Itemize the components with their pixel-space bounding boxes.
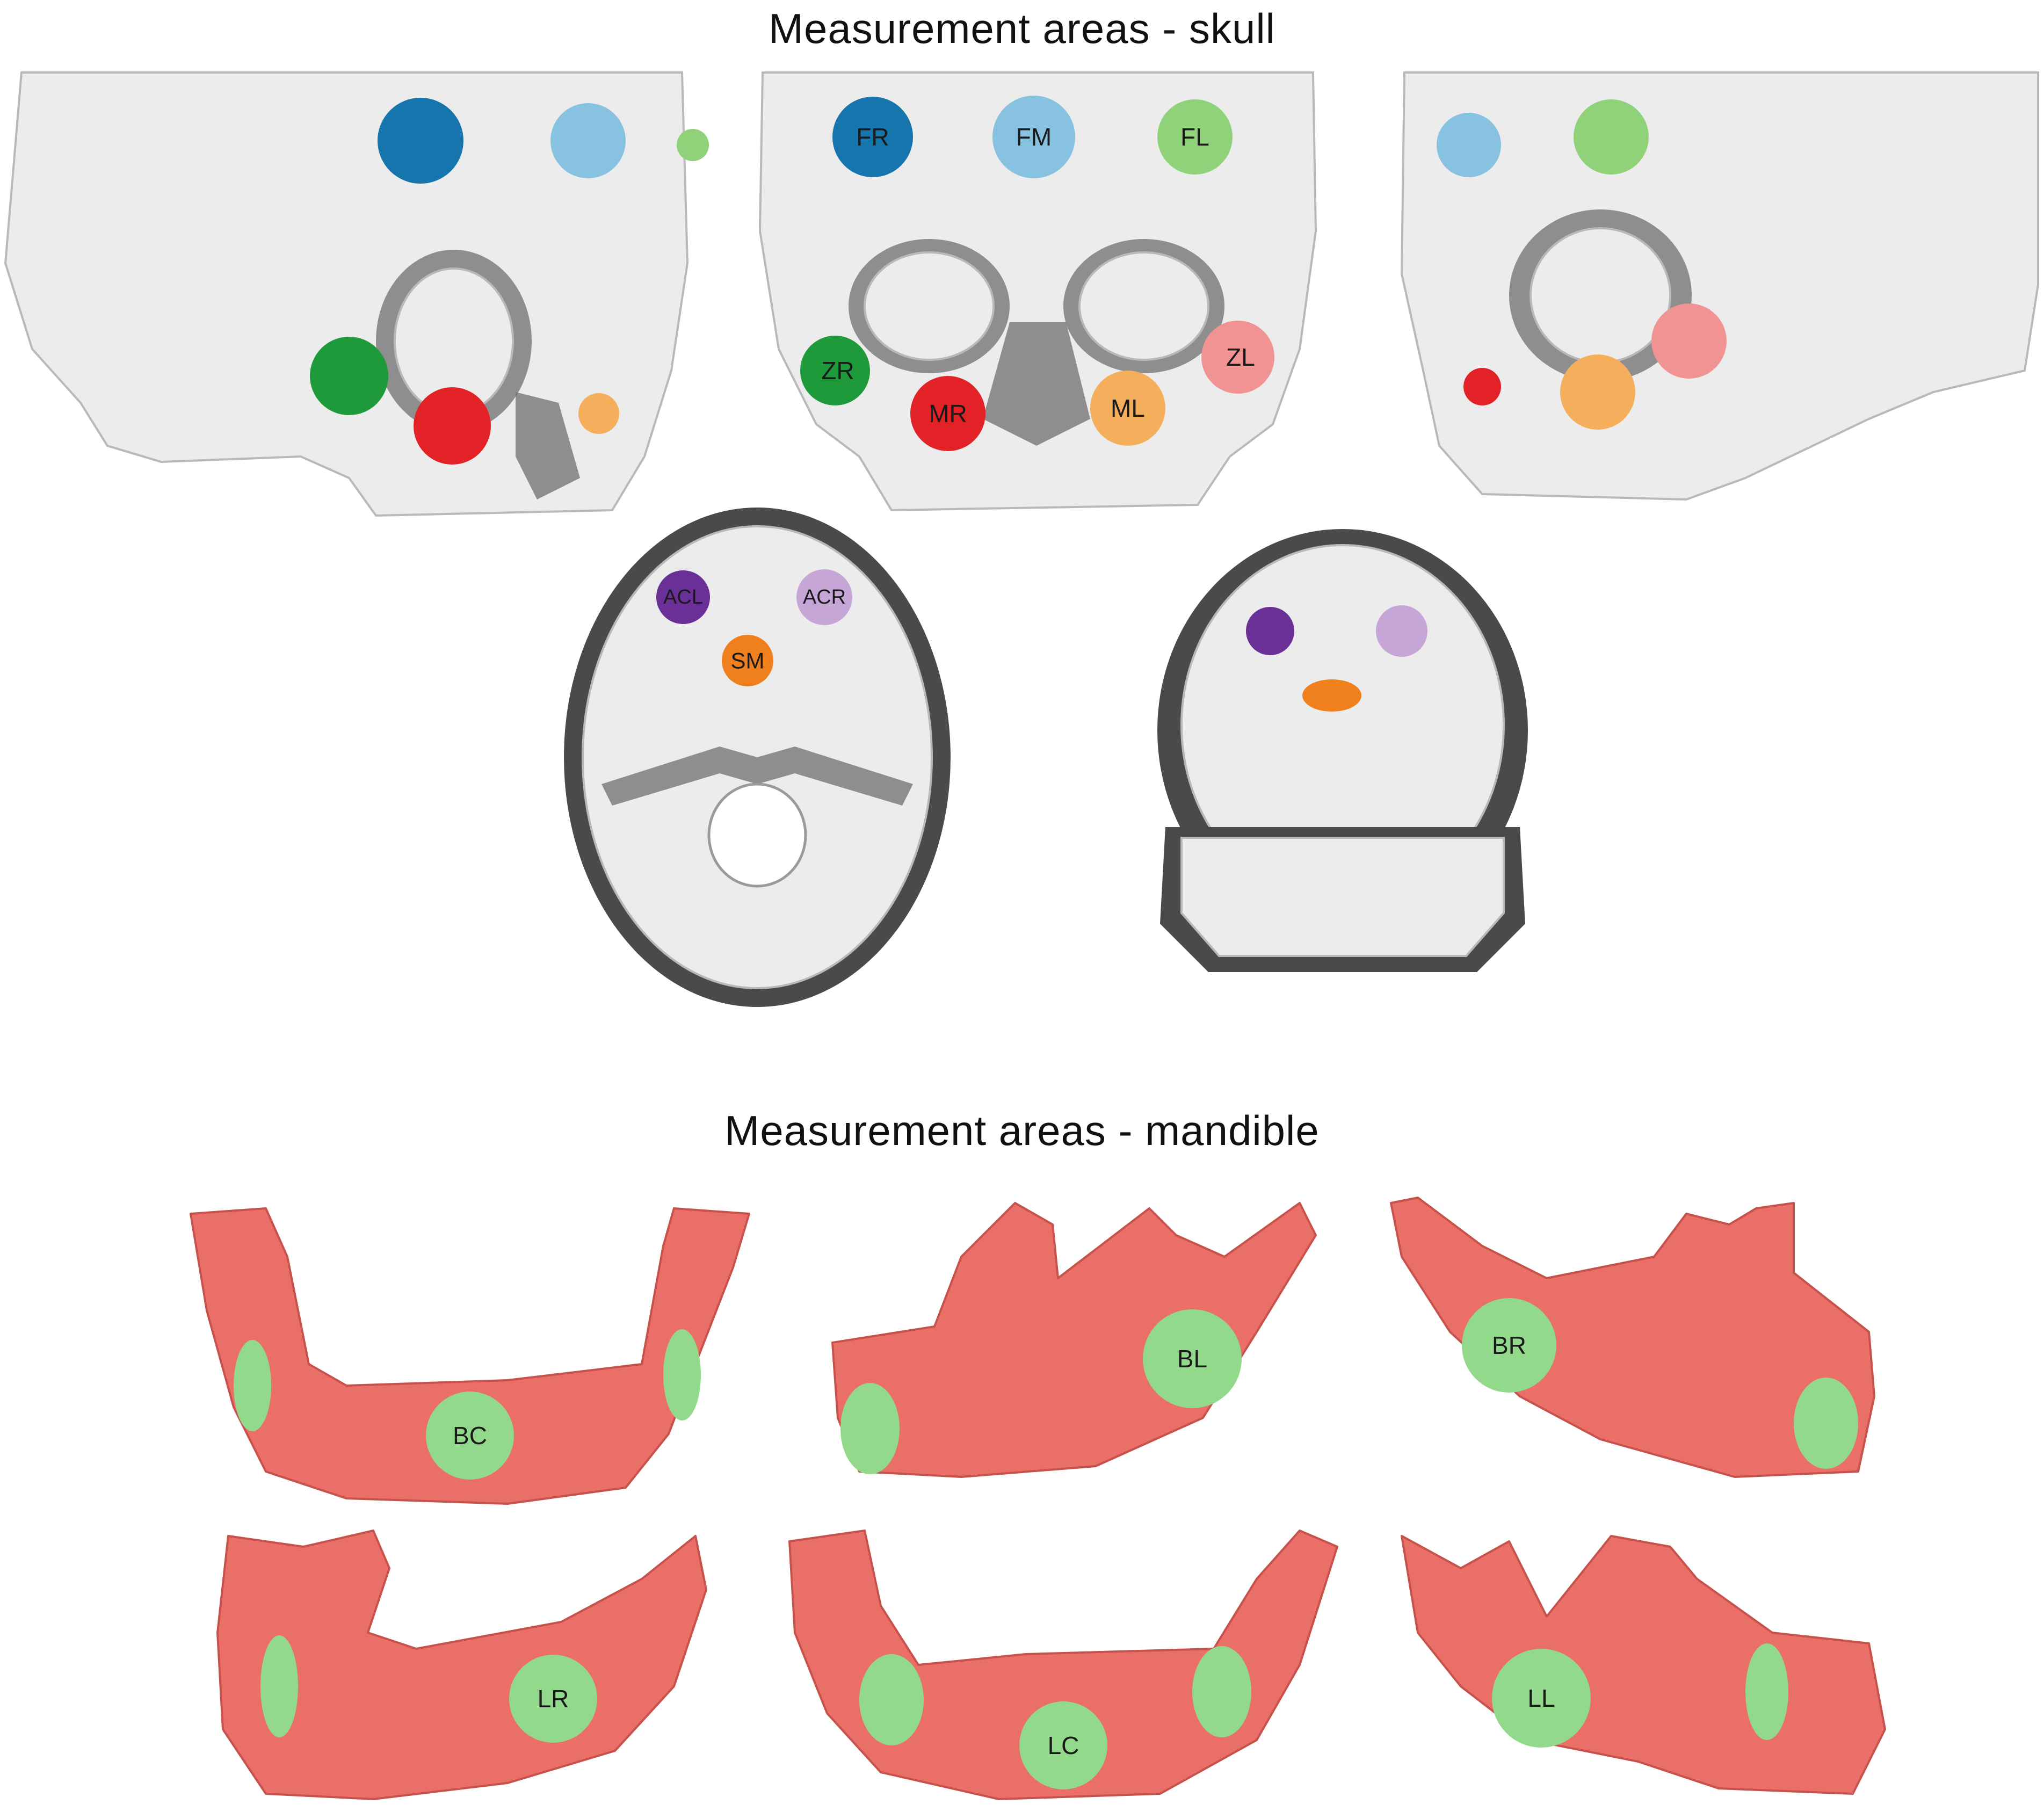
area-ACR xyxy=(1376,605,1427,657)
area-ACL xyxy=(656,570,710,624)
area-ML xyxy=(1090,371,1165,446)
nasal-aperture xyxy=(983,322,1090,446)
area-ZR xyxy=(310,337,388,415)
skull-base-oblique-view xyxy=(1157,529,1528,972)
area-BC xyxy=(426,1392,514,1480)
area-FR xyxy=(832,97,913,177)
mandible-outline xyxy=(1401,1535,1886,1795)
label-BL: BL xyxy=(1177,1345,1207,1373)
label-FL: FL xyxy=(1180,123,1209,151)
area-MR xyxy=(910,376,985,451)
area-mental xyxy=(1794,1378,1858,1469)
area-FL-partial xyxy=(677,129,709,161)
skull-view-left-oblique xyxy=(1400,71,2039,501)
orbit-rim xyxy=(1530,227,1671,364)
label-BR: BR xyxy=(1492,1331,1526,1359)
skull-section-title: Measurement areas - skull xyxy=(768,5,1275,52)
label-ZL: ZL xyxy=(1226,343,1255,371)
area-FR xyxy=(378,98,463,184)
area-FM xyxy=(550,103,626,178)
mandible-outline xyxy=(788,1530,1338,1800)
area-ramus xyxy=(260,1635,298,1737)
area-ACR xyxy=(796,569,852,625)
area-SM xyxy=(722,635,773,686)
area-left-ramus xyxy=(234,1340,271,1431)
label-ACL: ACL xyxy=(663,586,703,608)
area-right-ramus xyxy=(663,1329,701,1421)
area-MR-partial xyxy=(1463,368,1501,405)
area-FM xyxy=(1437,113,1501,177)
label-LC: LC xyxy=(1048,1731,1079,1759)
label-MR: MR xyxy=(929,400,967,427)
area-BL xyxy=(1143,1309,1242,1408)
label-LL: LL xyxy=(1527,1684,1555,1712)
area-BR xyxy=(1462,1298,1556,1393)
area-ML-partial xyxy=(578,393,619,434)
area-FM xyxy=(992,96,1075,178)
label-FR: FR xyxy=(856,123,889,151)
area-left-angle xyxy=(859,1654,924,1745)
mandible-section-title: Measurement areas - mandible xyxy=(724,1107,1320,1154)
cranial-wall-inner xyxy=(1180,837,1505,957)
mandible-view-right-oblique: LR xyxy=(216,1530,707,1800)
area-MR xyxy=(414,387,491,465)
orbit-left-rim xyxy=(1078,251,1209,361)
area-ZR xyxy=(800,336,870,405)
mandible-outline xyxy=(1390,1197,1875,1478)
area-FL xyxy=(1157,99,1233,175)
label-BC: BC xyxy=(453,1422,487,1450)
mandible-view-right-lateral: BR xyxy=(1390,1197,1875,1478)
label-ZR: ZR xyxy=(821,357,854,385)
area-ACL xyxy=(1246,607,1294,655)
skull-outline xyxy=(758,71,1317,512)
area-ramus xyxy=(1745,1643,1788,1740)
orbit-right-rim xyxy=(864,251,995,361)
label-ML: ML xyxy=(1111,394,1145,422)
mandible-outline xyxy=(831,1202,1317,1478)
area-SM xyxy=(1302,679,1361,712)
mandible-view-left-lateral: BL xyxy=(831,1202,1317,1478)
area-LL xyxy=(1492,1649,1591,1748)
label-LR: LR xyxy=(538,1685,569,1713)
mandible-view-front: BC xyxy=(190,1207,750,1505)
area-ZL xyxy=(1651,303,1727,379)
skull-base-internal-view: ACL ACR SM xyxy=(564,508,951,1007)
skull-view-frontal: FR FM FL ZR MR ML ZL xyxy=(758,71,1317,512)
label-ACR: ACR xyxy=(803,586,846,608)
mandible-outline xyxy=(216,1530,707,1800)
label-SM: SM xyxy=(731,648,765,673)
mandible-outline xyxy=(190,1207,750,1505)
label-FM: FM xyxy=(1016,123,1052,151)
petrous-ridge-shadow xyxy=(601,747,913,806)
mandible-view-inferior: LC xyxy=(788,1530,1338,1800)
nasal-shadow xyxy=(516,392,580,499)
area-ZL xyxy=(1201,321,1274,394)
area-LR xyxy=(509,1655,597,1743)
foramen-magnum xyxy=(707,782,807,888)
area-FL xyxy=(1574,99,1649,175)
area-mental xyxy=(840,1383,900,1474)
skull-view-right-oblique xyxy=(4,71,709,517)
mandible-view-left-oblique: LL xyxy=(1401,1535,1886,1795)
area-right-angle xyxy=(1192,1646,1251,1737)
area-ML xyxy=(1560,354,1635,430)
area-LC xyxy=(1019,1701,1107,1789)
